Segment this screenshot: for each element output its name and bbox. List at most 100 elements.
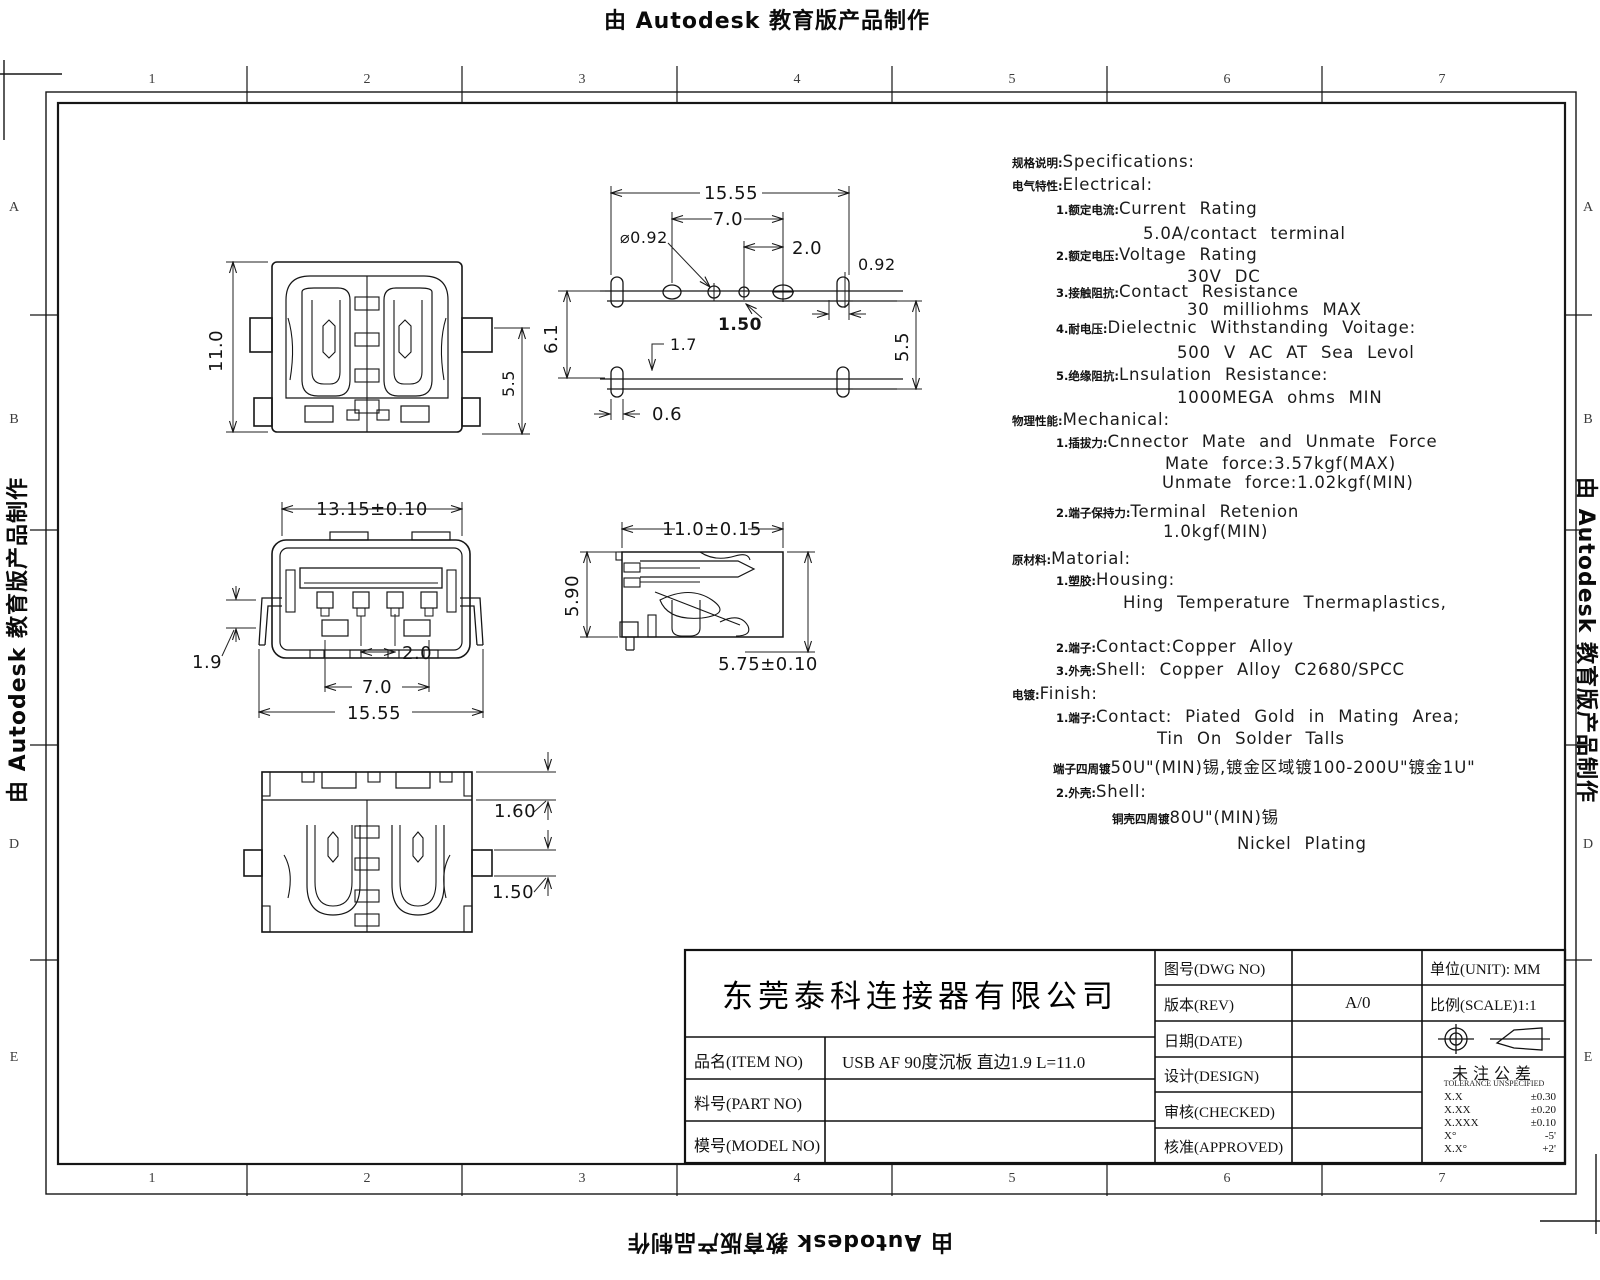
spec-line: 2.端子:Contact:Copper Alloy xyxy=(1012,637,1557,657)
item-no-label: 品名(ITEM NO) xyxy=(694,1054,803,1071)
tolerance-value: ±0.30 xyxy=(1530,1091,1556,1103)
trim-mark-top-left xyxy=(0,60,62,140)
spec-line-text: Cnnector Mate and Unmate Force xyxy=(1107,432,1438,451)
spec-line-prefix: 1.端子: xyxy=(1056,711,1096,725)
spec-line: 4.耐电压:Dielectnic Withstanding Voitage: xyxy=(1012,318,1557,338)
checked-label: 审核(CHECKED) xyxy=(1164,1105,1275,1121)
zone-col-top: 1 xyxy=(148,72,156,87)
zone-col-top: 2 xyxy=(363,72,371,87)
zone-row-right: A xyxy=(1582,200,1594,215)
tolerance-value: ±0.20 xyxy=(1530,1104,1556,1116)
tolerance-row: X.XXX ±0.10 xyxy=(1444,1117,1556,1130)
spec-line: 1.塑胶:Housing: xyxy=(1012,570,1557,590)
zone-col-bottom: 1 xyxy=(148,1171,156,1186)
spec-line-text: Dielectnic Withstanding Voitage: xyxy=(1107,318,1416,337)
spec-line-prefix: 5.绝缘阻抗: xyxy=(1056,369,1119,383)
dim-hole-diameter: ⌀0.92 xyxy=(620,228,668,247)
date-label: 日期(DATE) xyxy=(1164,1034,1243,1050)
design-label: 设计(DESIGN) xyxy=(1164,1069,1259,1085)
spec-line: 2.外壳:Shell: xyxy=(1012,782,1557,802)
view-footprint-dimensions xyxy=(558,186,922,420)
zone-col-bottom: 3 xyxy=(578,1171,586,1186)
tolerance-value: -5' xyxy=(1544,1130,1556,1142)
zone-row-left: A xyxy=(8,200,20,215)
tolerance-row: X.XX ±0.20 xyxy=(1444,1104,1556,1117)
spec-line: 30V DC xyxy=(1012,267,1557,287)
zone-col-top: 4 xyxy=(793,72,801,87)
spec-line: Tin On Solder Talls xyxy=(1012,729,1557,749)
spec-line-text: Matorial: xyxy=(1051,549,1131,568)
part-no-label: 料号(PART NO) xyxy=(694,1096,802,1113)
spec-line: Nickel Plating xyxy=(1012,834,1557,854)
spec-line-text: 1000MEGA ohms MIN xyxy=(1177,388,1383,407)
spec-line-text: 5.0A/contact terminal xyxy=(1143,224,1346,243)
spec-line: Unmate force:1.02kgf(MIN) xyxy=(1012,473,1557,493)
spec-line: 电气特性:Electrical: xyxy=(1012,175,1557,195)
dim-1-50-bottom: 1.50 xyxy=(492,882,534,903)
spec-line: 3.外壳:Shell: Copper Alloy C2680/SPCC xyxy=(1012,660,1557,680)
view-side-section xyxy=(615,551,784,651)
view-bottom-dimensions xyxy=(226,262,530,434)
watermark-top: 由 Autodesk 教育版产品制作 xyxy=(604,9,931,34)
spec-line-prefix: 2.端子: xyxy=(1056,641,1096,655)
zone-row-left: E xyxy=(9,1050,19,1065)
spec-line-text: Voltage Rating xyxy=(1118,245,1258,264)
spec-line: 1.插拔力: Cnnector Mate and Unmate Force xyxy=(1012,432,1557,452)
spec-line-text: Hing Temperature Tnermaplastics, xyxy=(1123,593,1447,612)
spec-line-prefix: 铜壳四周镀 xyxy=(1112,812,1170,826)
spec-line-text: Contact:Copper Alloy xyxy=(1095,637,1294,656)
spec-line: Hing Temperature Tnermaplastics, xyxy=(1012,593,1557,613)
scale-label: 比例(SCALE)1:1 xyxy=(1430,998,1537,1014)
dim-13-15: 13.15±0.10 xyxy=(316,499,428,520)
spec-line: 1.端子:Contact: Piated Gold in Mating Area… xyxy=(1012,707,1557,727)
dim-1-9: 1.9 xyxy=(192,652,222,673)
spec-line-text: Shell: Copper Alloy C2680/SPCC xyxy=(1095,660,1405,679)
spec-line-prefix: 3.接触阻抗: xyxy=(1056,286,1119,300)
tolerance-title: 未注公差 xyxy=(1451,1066,1536,1083)
spec-line: 电镀:Finish: xyxy=(1012,684,1557,704)
item-no-value: USB AF 90度沉板 直边1.9 L=11.0 xyxy=(842,1053,1086,1072)
spec-line-prefix: 4.耐电压: xyxy=(1056,322,1108,336)
spec-line-text: 80U"(MIN)锡 xyxy=(1169,808,1279,827)
spec-line-text: 30V DC xyxy=(1187,267,1261,286)
spec-line-text: Housing: xyxy=(1095,570,1176,589)
dim-2-0-front: 2.0 xyxy=(402,643,432,664)
zone-col-top: 7 xyxy=(1438,72,1446,87)
dim-5-75: 5.75±0.10 xyxy=(718,654,818,675)
spec-line-text: 1.0kgf(MIN) xyxy=(1163,522,1269,541)
tolerance-value: ±0.10 xyxy=(1530,1117,1556,1129)
spec-line-text: Tin On Solder Talls xyxy=(1157,729,1345,748)
spec-line-prefix: 1.额定电流: xyxy=(1056,203,1119,217)
spec-line-text: Lnsulation Resistance: xyxy=(1118,365,1329,384)
spec-line: Mate force:3.57kgf(MAX) xyxy=(1012,454,1557,474)
spec-line-text: Contact Resistance xyxy=(1118,282,1299,301)
zone-col-bottom: 5 xyxy=(1008,1171,1016,1186)
projection-symbol-cone-icon xyxy=(1490,1027,1550,1051)
spec-line: 5.绝缘阻抗:Lnsulation Resistance: xyxy=(1012,365,1557,385)
dim-5-90: 5.90 xyxy=(562,575,583,617)
spec-line: 规格说明:Specifications: xyxy=(1012,152,1557,172)
tolerance-precision: X.XXX xyxy=(1444,1117,1479,1129)
unit-label: 单位(UNIT): MM xyxy=(1430,962,1541,978)
dim-0-92: 0.92 xyxy=(858,255,896,274)
view-front xyxy=(258,531,484,659)
spec-line-prefix: 3.外壳: xyxy=(1056,664,1096,678)
view-top-exterior xyxy=(243,771,493,933)
dim-7-0-front: 7.0 xyxy=(362,677,392,698)
zone-col-bottom: 7 xyxy=(1438,1171,1446,1186)
spec-line-prefix: 电气特性: xyxy=(1012,179,1063,193)
spec-line: 3.接触阻抗:Contact Resistance xyxy=(1012,282,1557,302)
tolerance-precision: X.XX xyxy=(1444,1104,1471,1116)
zone-col-top: 6 xyxy=(1223,72,1231,87)
dim-1-50: 1.50 xyxy=(718,315,762,335)
spec-line-prefix: 规格说明: xyxy=(1012,156,1063,170)
tolerance-row: X.X°+2' xyxy=(1444,1143,1556,1156)
spec-line-prefix: 电镀: xyxy=(1012,688,1040,702)
dwg-no-label: 图号(DWG NO) xyxy=(1164,962,1266,978)
spec-line-text: Shell: xyxy=(1095,782,1147,801)
projection-symbol-circle-icon xyxy=(1438,1024,1474,1054)
view-footprint xyxy=(600,276,903,398)
